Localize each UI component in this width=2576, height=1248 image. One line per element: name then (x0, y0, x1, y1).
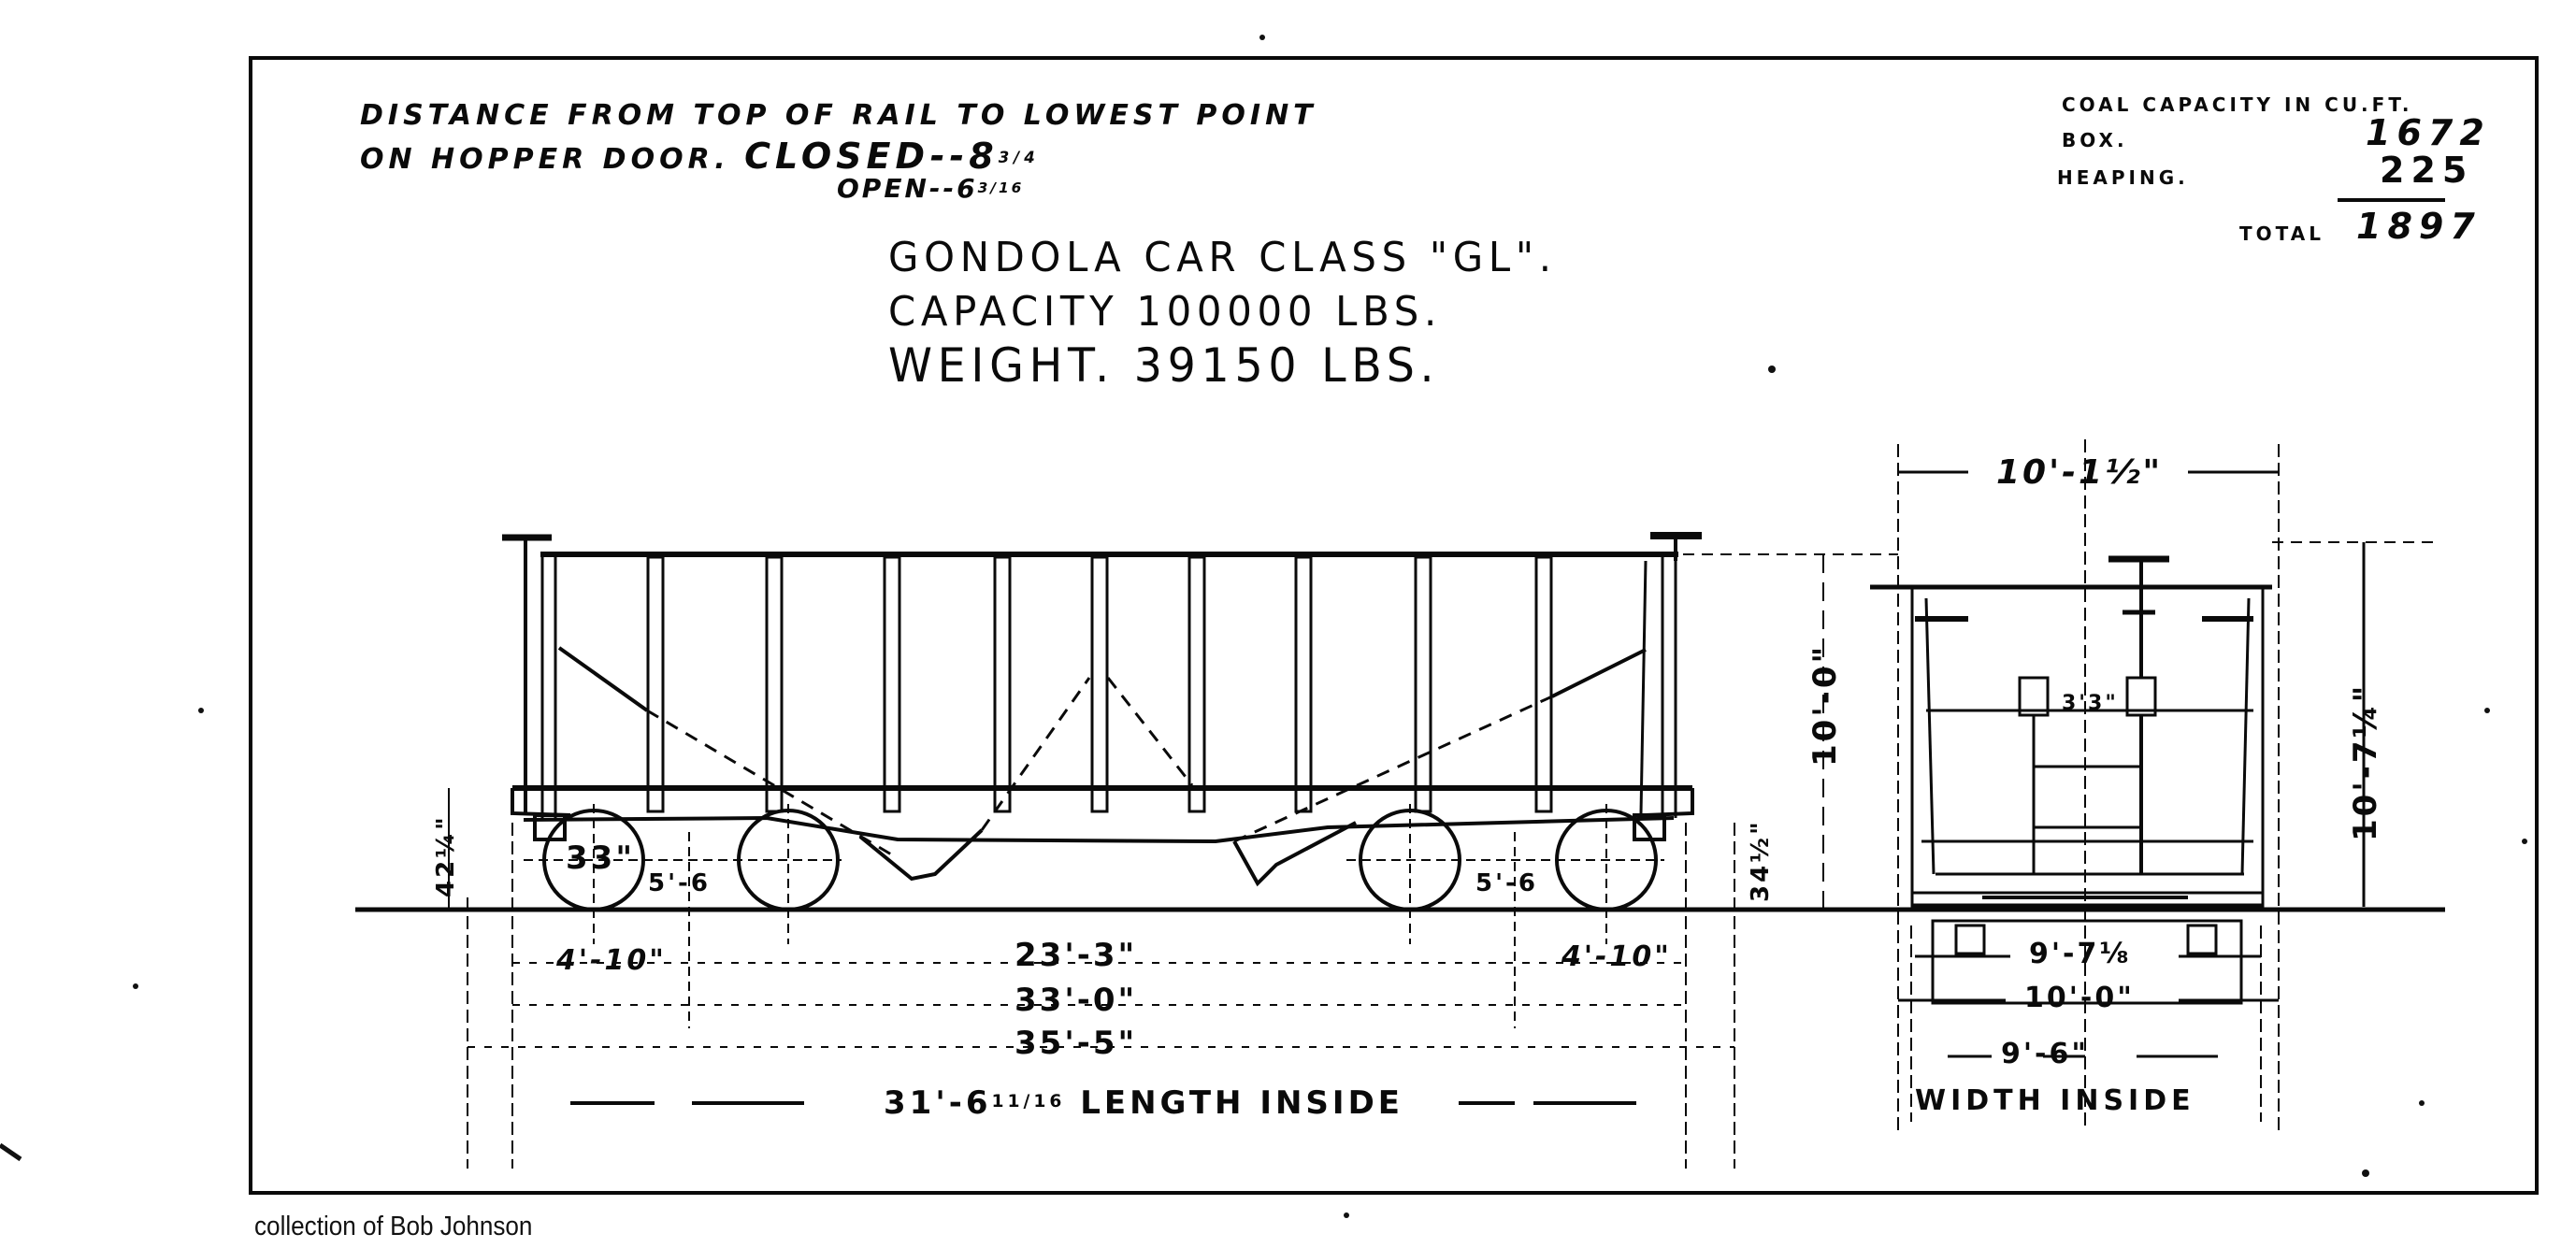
collection-caption: collection of Bob Johnson (254, 1212, 533, 1241)
coal-heaping-value: 225 (2380, 150, 2474, 191)
overhang-left-label: 4'-10" (556, 944, 667, 977)
end-view (1870, 439, 2445, 1131)
coal-total-value: 1897 (2356, 206, 2482, 247)
end-height-label: 10'-7¼" (2347, 682, 2384, 841)
closed-label: CLOSED--8 (744, 136, 999, 177)
side-view (355, 532, 2052, 1169)
length-inside-value: 31'-6 (884, 1084, 992, 1122)
open-dimension: OPEN--63/16 (837, 173, 1024, 204)
drawing-title: GONDOLA CAR CLASS "GL". (888, 234, 1557, 281)
length-inside-label: LENGTH INSIDE (1080, 1084, 1404, 1122)
drawing-frame (249, 56, 2539, 1195)
end-sill-right (1645, 788, 1694, 817)
length-inside-dimension: 31'-611/16 LENGTH INSIDE (884, 1084, 1403, 1122)
end-width-2-label: 10'-0" (2024, 982, 2135, 1014)
closed-fraction: 3/4 (998, 149, 1040, 167)
scan-speckles (133, 35, 2527, 1218)
hopper-note-line2: ON HOPPER DOOR. CLOSED--83/4 (360, 136, 1040, 177)
length-over-couplers-label: 35'-5" (1015, 1025, 1138, 1062)
coal-box-value: 1672 (2366, 112, 2491, 153)
hopper-note-line2-prefix: ON HOPPER DOOR. (360, 143, 730, 176)
wheelbase-right-label: 5'-6 (1475, 869, 1538, 897)
length-over-sills-label: 33'-0" (1015, 982, 1138, 1019)
coal-total-label: TOTAL (2239, 222, 2324, 245)
coal-total-rule (2338, 198, 2445, 202)
open-label: OPEN--6 (837, 173, 978, 204)
hopper-door-right (1232, 821, 1357, 887)
overhang-right-label: 4'-10" (1561, 940, 1672, 973)
coal-heaping-label: HEAPING. (2057, 166, 2189, 189)
end-width-top-label: 10'-1½" (1996, 453, 2164, 492)
hopper-note-line1: DISTANCE FROM TOP OF RAIL TO LOWEST POIN… (360, 99, 1317, 132)
end-center-dim-label: 3'3" (2062, 692, 2119, 715)
drawing-weight: WEIGHT. 39150 LBS. (888, 338, 1440, 393)
side-stakes (646, 555, 1553, 813)
coal-box-label: BOX. (2062, 129, 2128, 151)
coal-capacity-heading: COAL CAPACITY IN CU.FT. (2062, 93, 2413, 116)
hopper-door-left (858, 828, 984, 882)
width-inside-label: WIDTH INSIDE (1915, 1084, 2195, 1117)
end-width-1-label: 9'-7⅛ (2029, 938, 2132, 970)
length-inside-fraction: 11/16 (991, 1092, 1066, 1112)
drawing-capacity: CAPACITY 100000 LBS. (888, 288, 1442, 336)
truck-centers-label: 23'-3" (1015, 937, 1138, 974)
wheel-diameter-label: 33" (566, 839, 636, 877)
side-dimension-lines (468, 962, 1734, 1048)
end-width-3-label: 9'-6" (2001, 1038, 2090, 1070)
body-height-label: 10'-0" (1806, 643, 1844, 767)
coupler-height-label: 34½" (1747, 819, 1775, 902)
center-sill (523, 815, 1675, 844)
sill-height-label: 42¼" (432, 814, 460, 897)
wheelbase-left-label: 5'-6 (648, 869, 711, 897)
open-fraction: 3/16 (977, 179, 1025, 196)
scan-mark (0, 1142, 22, 1162)
